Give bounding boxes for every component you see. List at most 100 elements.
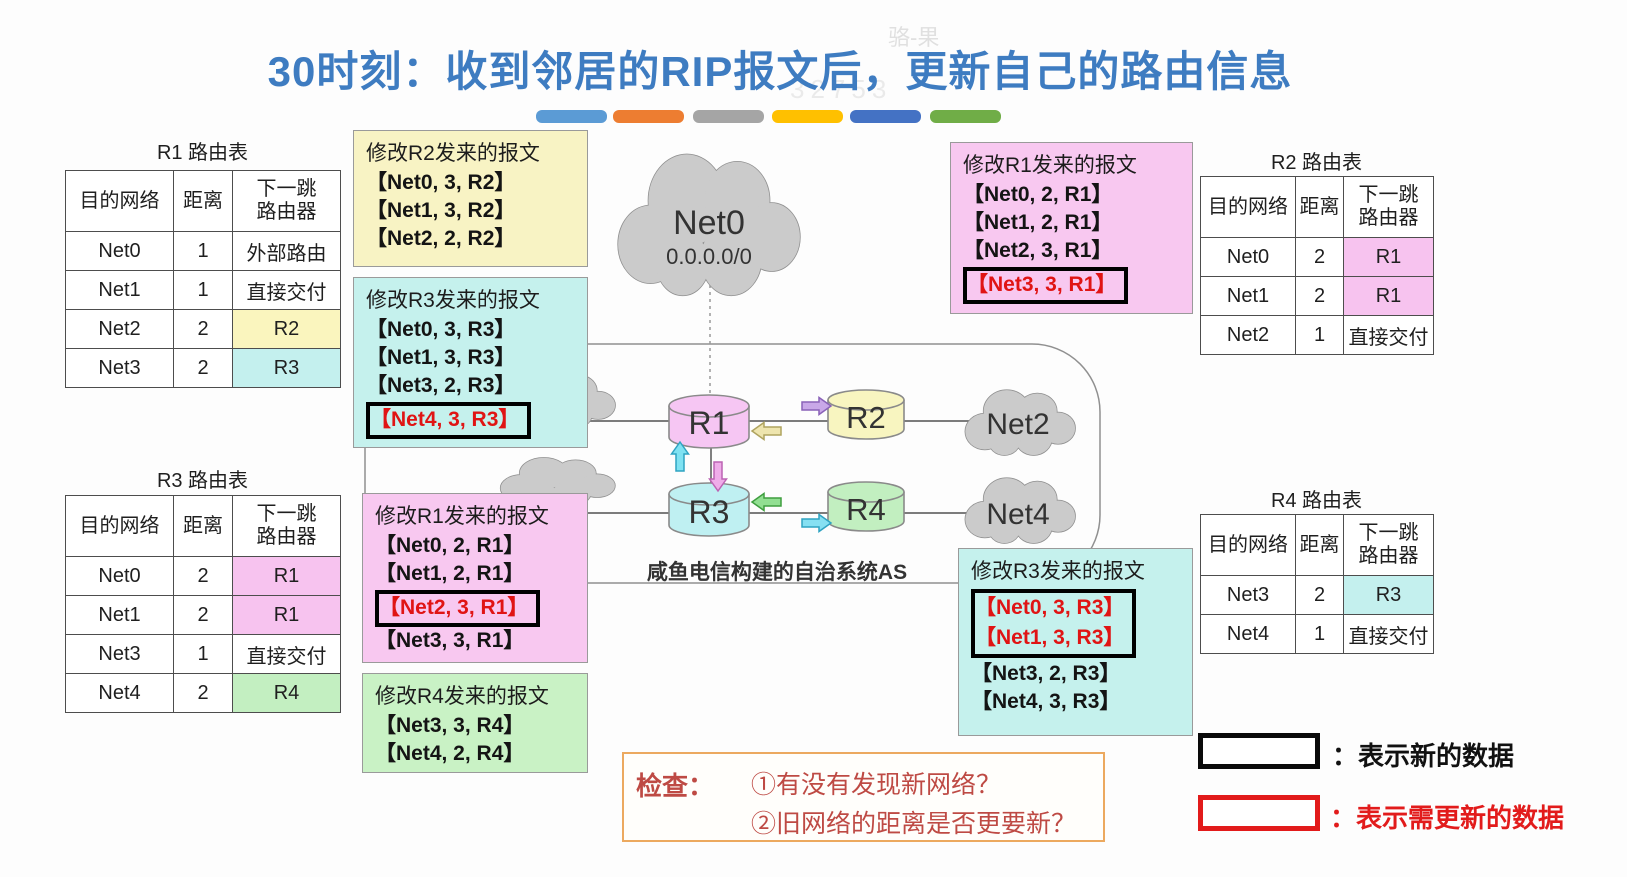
highlighted-cell: R4 bbox=[232, 673, 341, 713]
r4-col-dest: 目的网络 bbox=[1200, 514, 1296, 576]
message-title: 修改R1发来的报文 bbox=[375, 505, 549, 528]
net2-label: Net2 bbox=[986, 408, 1049, 441]
arrow-r4-to-r3-icon bbox=[751, 492, 782, 512]
highlighted-cell: R3 bbox=[1343, 575, 1434, 615]
message-title: 修改R1发来的报文 bbox=[963, 154, 1137, 177]
message-line-update: 【Net1, 3, R3】 bbox=[975, 626, 1125, 649]
arrow-r3-to-r4-icon bbox=[801, 513, 832, 533]
message-line: 【Net1, 3, R2】 bbox=[366, 199, 516, 222]
message-line: 【Net1, 2, R1】 bbox=[375, 562, 525, 585]
arrow-r1-to-r2-icon bbox=[801, 396, 832, 416]
r2-col-dest: 目的网络 bbox=[1200, 176, 1296, 238]
message-line: 【Net1, 2, R1】 bbox=[963, 211, 1113, 234]
highlighted-cell: R1 bbox=[1343, 237, 1434, 277]
message-line-update: 【Net4, 3, R3】 bbox=[366, 402, 532, 439]
nexthop-line2: 路由器 bbox=[256, 526, 317, 548]
r1-table-title: R1 路由表 bbox=[156, 142, 249, 164]
message-line: 【Net4, 3, R3】 bbox=[971, 690, 1121, 713]
message-box-from-r1-at-r2: 修改R1发来的报文 【Net0, 2, R1】 【Net1, 2, R1】 【N… bbox=[950, 142, 1193, 314]
update-highlight-box: 【Net0, 3, R3】 【Net1, 3, R3】 bbox=[971, 589, 1137, 658]
as-label: 咸鱼电信构建的自治系统AS bbox=[647, 560, 907, 584]
watermark-name: 骆-果 bbox=[888, 25, 940, 50]
net0-sublabel: 0.0.0.0/0 bbox=[666, 244, 752, 269]
as-boundary bbox=[364, 343, 1101, 584]
check-item-1: ①有没有发现新网络？ bbox=[751, 771, 1002, 799]
r4-table-title: R4 路由表 bbox=[1270, 490, 1363, 512]
message-line: 【Net0, 2, R1】 bbox=[963, 183, 1113, 206]
decor-bar-1 bbox=[536, 110, 607, 123]
r1-col-nexthop: 下一跳 路由器 bbox=[232, 170, 341, 232]
r1-label: R1 bbox=[689, 405, 730, 441]
message-line: 【Net0, 3, R3】 bbox=[366, 318, 516, 341]
decor-bar-6 bbox=[930, 110, 1001, 123]
message-title: 修改R3发来的报文 bbox=[971, 560, 1145, 583]
router-r4: R4 bbox=[827, 481, 905, 532]
r2-label: R2 bbox=[846, 400, 886, 435]
r3-col-distance: 距离 bbox=[173, 495, 233, 557]
message-line-update: 【Net0, 3, R3】 bbox=[975, 596, 1125, 619]
message-line-update: 【Net3, 3, R1】 bbox=[963, 267, 1129, 304]
decor-bar-2 bbox=[613, 110, 684, 123]
message-line: 【Net2, 2, R2】 bbox=[366, 227, 516, 250]
watermark-code: 32753 bbox=[790, 74, 893, 104]
legend-new-data-swatch bbox=[1198, 733, 1320, 769]
check-box: 检查： ①有没有发现新网络？ ②旧网络的距离是否更要新？ bbox=[622, 752, 1105, 842]
nexthop-line1: 下一跳 bbox=[256, 503, 317, 525]
r3-label: R3 bbox=[689, 494, 730, 530]
page-title: 30时刻：收到邻居的RIP报文后，更新自己的路由信息 bbox=[267, 48, 1293, 95]
nexthop-line2: 路由器 bbox=[1358, 545, 1419, 567]
highlighted-cell: R1 bbox=[232, 556, 341, 596]
r2-col-distance: 距离 bbox=[1295, 176, 1344, 238]
arrow-r2-to-r1-icon bbox=[751, 421, 782, 441]
r3-col-nexthop: 下一跳 路由器 bbox=[232, 495, 341, 557]
message-line: 【Net1, 3, R3】 bbox=[366, 346, 516, 369]
message-line-update: 【Net2, 3, R1】 bbox=[375, 590, 541, 627]
highlighted-cell: R2 bbox=[232, 309, 341, 349]
nexthop-line2: 路由器 bbox=[256, 201, 317, 223]
message-line: 【Net3, 3, R4】 bbox=[375, 714, 525, 737]
message-title: 修改R2发来的报文 bbox=[366, 142, 540, 165]
net0-label: Net0 bbox=[673, 204, 745, 242]
message-box-from-r4: 修改R4发来的报文 【Net3, 3, R4】 【Net4, 2, R4】 bbox=[362, 673, 588, 773]
check-label: 检查： bbox=[636, 771, 715, 801]
nexthop-line1: 下一跳 bbox=[256, 178, 317, 200]
router-r3: R3 bbox=[668, 482, 750, 537]
r4-col-nexthop: 下一跳 路由器 bbox=[1343, 514, 1434, 576]
message-box-from-r2: 修改R2发来的报文 【Net0, 3, R2】 【Net1, 3, R2】 【N… bbox=[353, 130, 588, 267]
legend-new-data-label: ：表示新的数据 bbox=[1332, 741, 1515, 771]
net4-label: Net4 bbox=[986, 498, 1049, 531]
router-r2: R2 bbox=[827, 389, 905, 440]
r3-table-title: R3 路由表 bbox=[156, 470, 249, 492]
r2-table-title: R2 路由表 bbox=[1270, 152, 1363, 174]
decor-bar-5 bbox=[850, 110, 921, 123]
decor-bar-3 bbox=[693, 110, 764, 123]
highlighted-cell: R1 bbox=[1343, 276, 1434, 316]
highlighted-cell: R1 bbox=[232, 595, 341, 635]
message-line: 【Net3, 2, R3】 bbox=[366, 374, 516, 397]
r3-col-dest: 目的网络 bbox=[65, 495, 174, 557]
nexthop-line1: 下一跳 bbox=[1358, 522, 1419, 544]
message-title: 修改R4发来的报文 bbox=[375, 685, 549, 708]
r4-label: R4 bbox=[846, 492, 886, 527]
message-line: 【Net3, 3, R1】 bbox=[375, 629, 525, 652]
r2-col-nexthop: 下一跳 路由器 bbox=[1343, 176, 1434, 238]
legend-update-data-swatch bbox=[1198, 795, 1320, 831]
nexthop-line2: 路由器 bbox=[1358, 207, 1419, 229]
message-title: 修改R3发来的报文 bbox=[366, 289, 540, 312]
message-line: 【Net2, 3, R1】 bbox=[963, 239, 1113, 262]
message-line: 【Net4, 2, R4】 bbox=[375, 742, 525, 765]
